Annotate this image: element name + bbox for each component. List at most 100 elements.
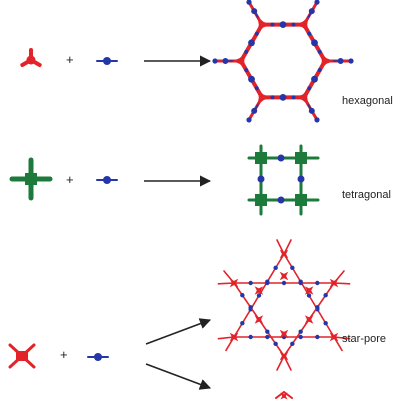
framework-node [254, 286, 264, 295]
linker-node [265, 334, 270, 340]
linker-node [317, 49, 322, 54]
linker-end [246, 0, 252, 5]
linker-node [257, 175, 265, 183]
linker-node [265, 280, 270, 286]
linker-node [248, 334, 253, 340]
linker-core [103, 57, 111, 65]
framework-node [279, 249, 289, 259]
linker-core [25, 173, 37, 185]
linker-node [317, 68, 322, 73]
framework-node [279, 271, 289, 281]
linker-node [308, 8, 315, 15]
linker-node [323, 320, 328, 326]
framework-node [304, 286, 314, 295]
linker-end [246, 117, 252, 123]
framework-node [229, 278, 239, 288]
linker-node [307, 86, 312, 91]
linker-node [248, 280, 253, 286]
plus-sign-3: + [60, 347, 68, 362]
hexagonal-framework [212, 0, 354, 123]
linker-node [311, 75, 318, 83]
arrow-star-pore [145, 318, 212, 345]
plus-sign-2: + [66, 172, 74, 187]
linker-node [277, 196, 285, 204]
linker-end [212, 58, 218, 64]
framework-arm [333, 282, 351, 285]
linker-node [297, 175, 305, 183]
tetratopic-red-linker-icon [8, 343, 36, 369]
framework-node [229, 332, 239, 342]
linker-node [290, 265, 295, 271]
framework-node [280, 392, 288, 400]
linker-node [244, 49, 249, 54]
plus-sign-1: + [66, 52, 74, 67]
linker-node [256, 293, 262, 298]
framework-arm [275, 391, 285, 399]
linker-node [240, 320, 245, 326]
linker-node [290, 341, 295, 347]
linker-node [248, 75, 255, 83]
linker-core [103, 176, 111, 184]
linker-node [308, 107, 315, 114]
linker-node [273, 265, 278, 271]
linker-node [315, 280, 320, 286]
linker-node [323, 292, 328, 298]
linker-node [270, 22, 275, 27]
linker-node [222, 58, 229, 64]
linker-node [248, 39, 255, 47]
framework-node [295, 89, 309, 106]
second-product-fragment [275, 391, 293, 400]
linker-node [265, 329, 270, 334]
ditopic-blue-linker-icon [96, 57, 118, 65]
tritopic-red-linker-icon [20, 48, 42, 67]
linker-node [279, 93, 287, 101]
linker-node [311, 39, 318, 47]
framework-node [329, 332, 339, 342]
ditopic-blue-linker-icon [96, 176, 118, 184]
framework-node [279, 351, 289, 361]
linker-node [273, 341, 278, 347]
linker-node [277, 154, 285, 162]
linker-node [337, 58, 344, 64]
linker-end [314, 0, 320, 5]
linker-node [298, 329, 303, 334]
framework-node [279, 329, 289, 339]
framework-node [295, 152, 307, 164]
framework-node [304, 315, 314, 324]
label-tetragonal: tetragonal [342, 189, 391, 201]
linker-end [348, 58, 354, 64]
framework-node [254, 315, 264, 324]
linker-node [240, 292, 245, 298]
framework-node [257, 16, 271, 33]
linker-node [298, 280, 303, 286]
framework-node [257, 89, 271, 106]
linker-node [251, 107, 258, 114]
linker-node [251, 8, 258, 15]
framework-node [295, 16, 309, 33]
label-hexagonal: hexagonal [342, 95, 393, 107]
framework-arm [333, 336, 351, 340]
linker-node [307, 31, 312, 36]
framework-arm [217, 282, 235, 285]
framework-node [255, 194, 267, 206]
linker-node [315, 305, 320, 310]
linker-node [291, 95, 296, 100]
linker-core [26, 55, 36, 65]
arrow-second-product [145, 363, 212, 390]
framework-node [295, 194, 307, 206]
linker-node [291, 22, 296, 27]
framework-arm [283, 391, 293, 399]
tetragonal-framework [247, 144, 320, 216]
linker-node [248, 305, 253, 310]
linker-node [254, 31, 259, 36]
linker-node [279, 21, 287, 29]
framework-arm [217, 336, 235, 340]
framework-node [320, 53, 334, 69]
linker-node [298, 334, 303, 340]
star-pore-framework [217, 239, 351, 371]
ditopic-blue-linker-icon [87, 353, 109, 361]
linker-core [94, 353, 102, 361]
linker-node [254, 86, 259, 91]
linker-core [16, 351, 28, 361]
